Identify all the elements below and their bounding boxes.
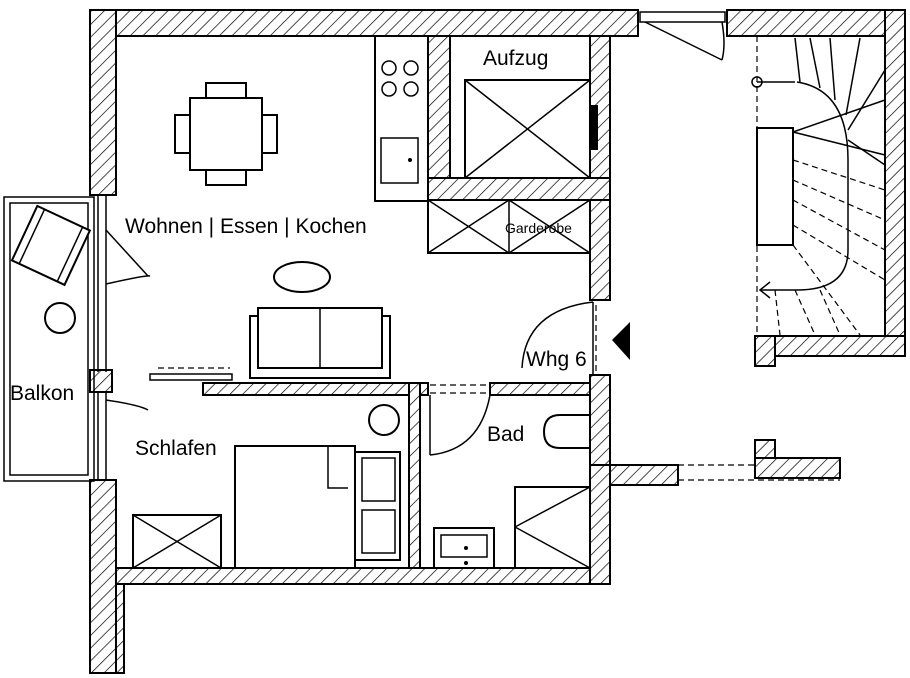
room-label-bedroom: Schlafen [135,437,217,460]
staircase [751,36,886,336]
coffee-table-icon [273,261,331,293]
balcony-table-icon [44,302,76,334]
balcony [3,195,107,482]
lounge-chair-icon [10,204,92,287]
walls [89,9,906,674]
wardrobe: Garderobe [427,199,591,254]
bathroom [433,414,591,569]
entrance-arrow-icon [612,322,630,360]
room-label-bath: Bad [487,423,524,446]
unit-label: Whg 6 [526,348,587,371]
room-label-elevator: Aufzug [483,47,548,70]
closet-icon [132,514,222,569]
doors [105,11,840,481]
kitchen [374,35,429,202]
room-label-wardrobe: Garderobe [505,220,572,236]
shower-icon [514,486,591,569]
dining-table-icon [174,82,278,186]
room-label-living: Wohnen | Essen | Kochen [125,215,367,238]
plant-icon [368,404,400,436]
stove-icon [381,60,419,97]
sink-icon [380,137,419,184]
sofa-icon [249,307,391,379]
toilet-icon [542,414,591,449]
elevator: Aufzug [464,47,598,179]
room-label-balcony: Balkon [10,382,74,405]
bedroom [132,404,401,569]
bed-icon [234,445,356,569]
